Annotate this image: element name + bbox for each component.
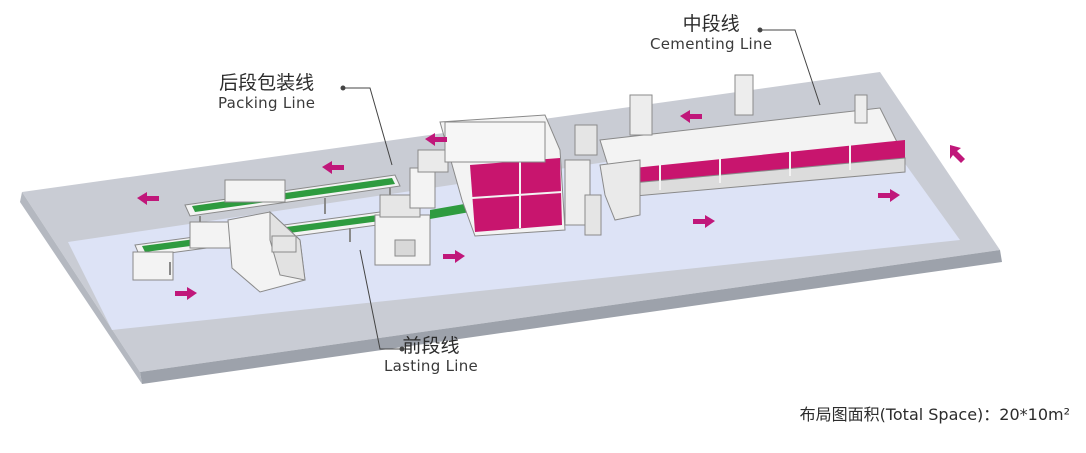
packing-line-label: 后段包装线 Packing Line: [218, 72, 316, 112]
arrow-right-icon: [175, 287, 197, 300]
packing-line-label-zh: 后段包装线: [219, 72, 315, 94]
lasting-leader: [359, 249, 402, 350]
flow-arrows: [137, 110, 965, 300]
leader-lines: [340, 27, 821, 352]
arrow-right-icon: [443, 250, 465, 263]
packing-leader: [343, 87, 393, 166]
arrow-left-icon: [322, 161, 344, 174]
total-space-caption: 布局图面积(Total Space)：20*10m²: [799, 405, 1070, 424]
lasting-line-label: 前段线 Lasting Line: [384, 335, 479, 375]
floor-edge-front: [140, 250, 1002, 384]
packing-machine: [227, 210, 306, 293]
arrow-left-icon: [680, 110, 702, 123]
lasting-line-label-zh: 前段线: [402, 335, 460, 357]
cementing-leader: [760, 29, 821, 106]
lasting-machines: [374, 149, 470, 266]
cementing-line-label-en: Cementing Line: [650, 34, 773, 53]
arrow-right-icon: [693, 215, 715, 228]
cementing-line-label-zh: 中段线: [682, 13, 740, 35]
arrow-up-icon: [950, 145, 965, 163]
cementing-line-label: 中段线 Cementing Line: [650, 13, 773, 53]
arrow-right-icon: [878, 189, 900, 202]
cementing-line: [584, 74, 906, 236]
floor-edge-left: [20, 192, 142, 384]
arrow-left-icon: [137, 192, 159, 205]
arrow-left-icon: [425, 133, 447, 146]
magenta-oven: [439, 114, 598, 237]
lasting-line-label-en: Lasting Line: [384, 356, 479, 375]
packing-line-label-en: Packing Line: [218, 93, 316, 112]
